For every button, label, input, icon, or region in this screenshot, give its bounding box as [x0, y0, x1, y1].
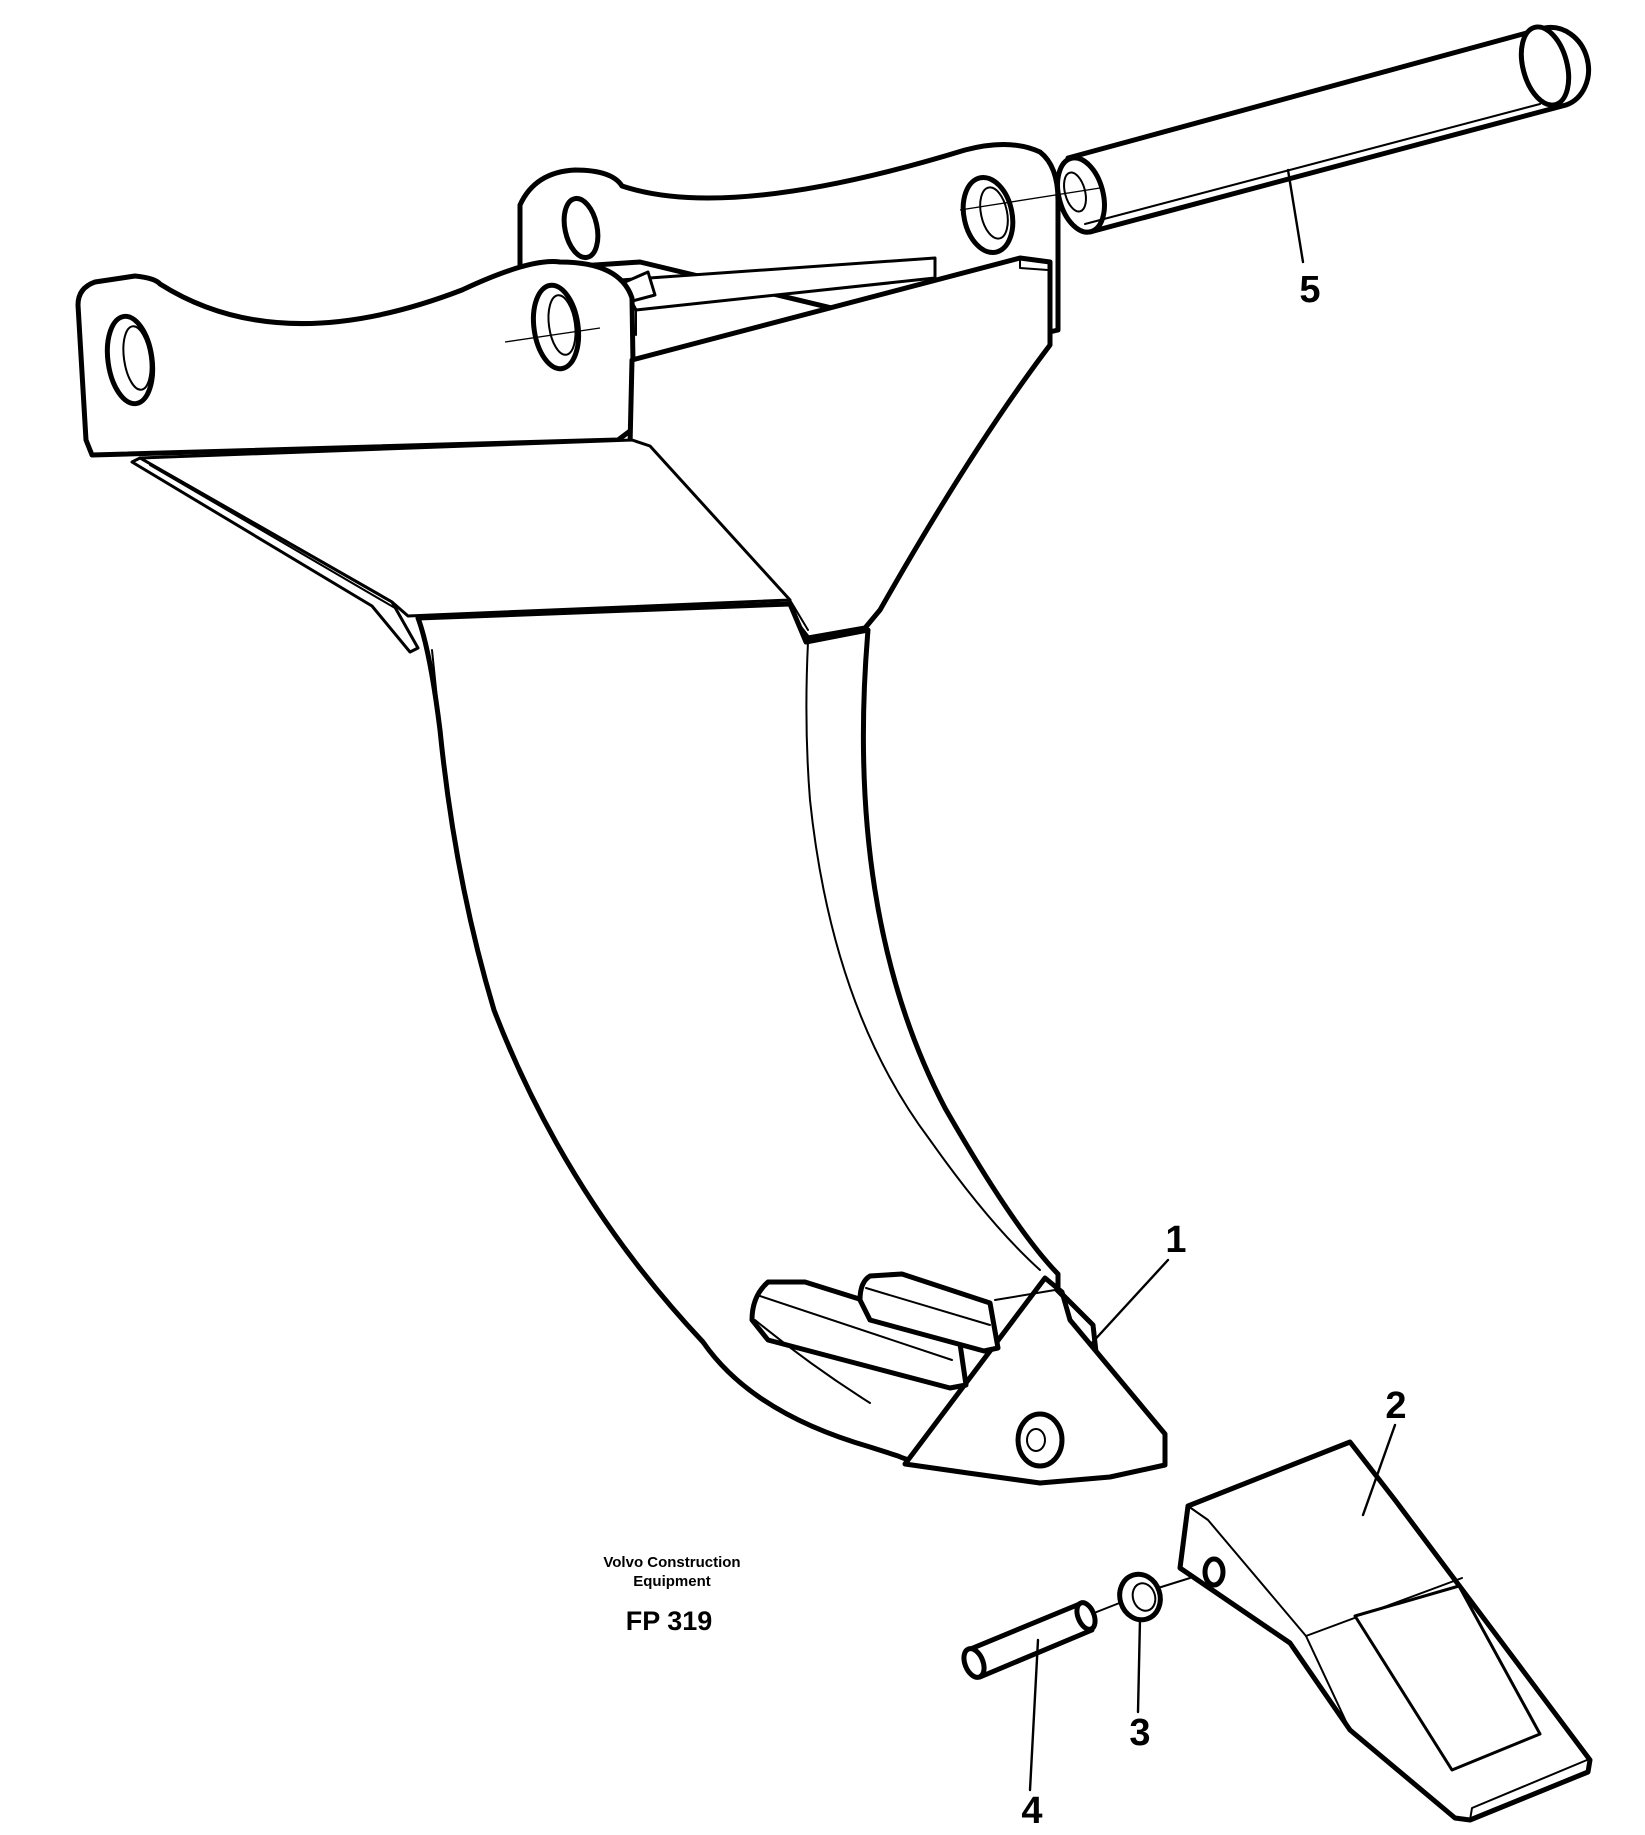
- caption-line-1: Volvo Construction: [603, 1554, 740, 1571]
- callout-5: 5: [1299, 269, 1320, 311]
- part-3-washer: [1117, 1571, 1191, 1623]
- leader-line-4: [1028, 1638, 1040, 1792]
- leader-line-3: [1136, 1617, 1142, 1714]
- leader-line-1: [1088, 1258, 1170, 1347]
- part-4-small-pin: [961, 1600, 1123, 1680]
- callout-3: 3: [1129, 1712, 1150, 1754]
- part-1-ripper-shank: [75, 141, 1168, 1486]
- caption-line-2: Equipment: [633, 1573, 711, 1590]
- callout-4: 4: [1021, 1790, 1042, 1832]
- leader-line-5: [1286, 168, 1305, 264]
- callout-1: 1: [1165, 1219, 1186, 1261]
- callout-2: 2: [1385, 1385, 1406, 1427]
- figure-code: FP 319: [626, 1606, 713, 1636]
- part-2-tooth: [1177, 1439, 1593, 1823]
- leader-line-2: [1361, 1423, 1397, 1517]
- part-5-pin: [1055, 24, 1592, 235]
